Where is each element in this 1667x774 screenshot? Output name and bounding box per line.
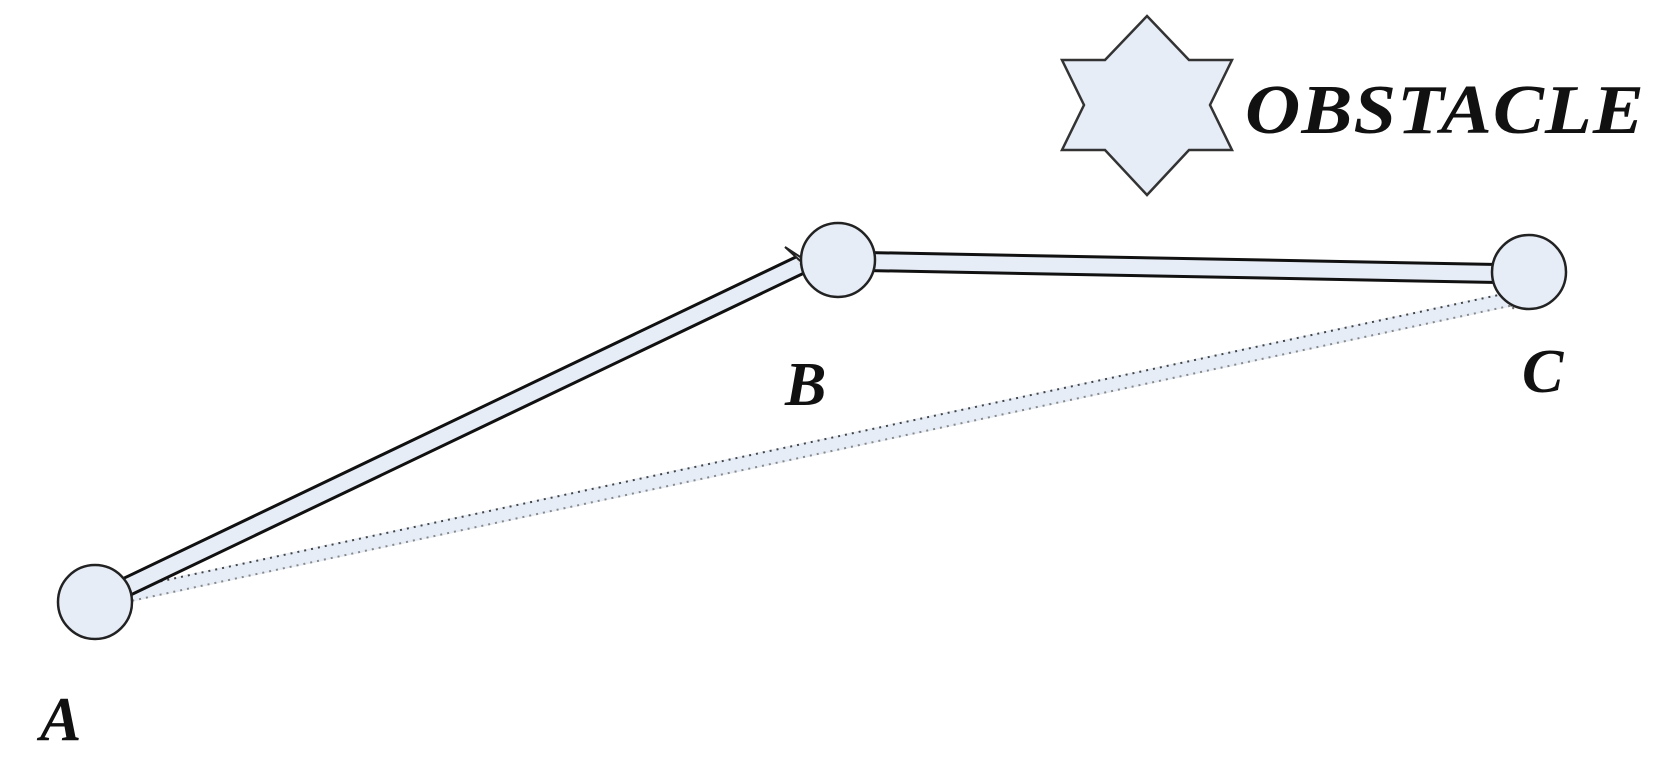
node-c-label: C bbox=[1522, 338, 1564, 406]
node-b bbox=[799, 221, 877, 299]
obstacle-label: OBSTACLE bbox=[1245, 72, 1645, 149]
node-b-label: B bbox=[784, 351, 826, 419]
node-a bbox=[56, 563, 134, 641]
node-c bbox=[1490, 233, 1568, 311]
edge-a-to-b bbox=[90, 255, 805, 612]
edge-a-to-c-dotted bbox=[91, 288, 1529, 610]
node-a-label: A bbox=[36, 686, 81, 754]
edge-b-to-c bbox=[839, 250, 1526, 285]
obstacle-star-icon bbox=[1059, 14, 1235, 197]
